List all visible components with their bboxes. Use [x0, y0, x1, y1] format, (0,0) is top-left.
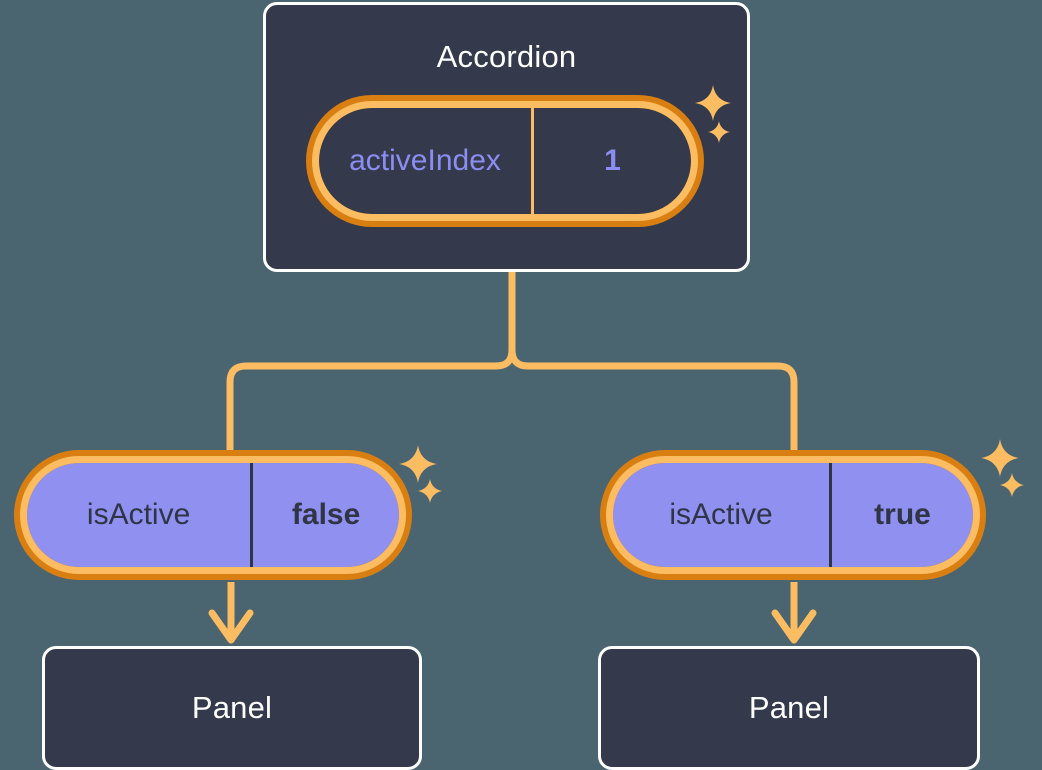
state-key-activeindex: activeIndex — [349, 144, 501, 177]
sparkle-small-icon — [999, 472, 1025, 498]
arrow-head-right — [771, 609, 817, 644]
state-pill-isactive-true[interactable]: isActive true — [600, 450, 986, 580]
sparkle-large-icon — [980, 438, 1020, 478]
component-title-accordion: Accordion — [436, 39, 577, 74]
state-pill-inner: isActive true — [606, 456, 980, 574]
state-value-activeindex: 1 — [531, 108, 691, 214]
state-pill-body: isActive false — [27, 463, 399, 567]
state-key-isactive-right: isActive — [669, 498, 773, 531]
state-pill-activeindex[interactable]: activeIndex 1 — [306, 95, 704, 227]
state-pill-body: activeIndex 1 — [319, 108, 691, 214]
sparkle-small-icon — [417, 478, 443, 504]
state-value-isactive-right: true — [829, 463, 973, 567]
component-box-panel-right[interactable]: Panel — [598, 646, 980, 770]
state-key-isactive-left: isActive — [86, 498, 191, 531]
state-pill-isactive-false[interactable]: isActive false — [14, 450, 412, 580]
state-pill-inner: isActive false — [20, 456, 406, 574]
component-title-panel-left: Panel — [191, 690, 273, 725]
sparkle-large-icon — [398, 444, 438, 484]
state-pill-inner: activeIndex 1 — [312, 101, 698, 221]
connector-left-branch — [226, 268, 516, 454]
arrow-head-left — [208, 609, 254, 644]
component-box-panel-left[interactable]: Panel — [42, 646, 422, 770]
component-title-panel-right: Panel — [748, 690, 830, 725]
connector-right-branch — [508, 268, 798, 454]
state-pill-body: isActive true — [613, 463, 973, 567]
state-value-isactive-left: false — [250, 463, 399, 567]
